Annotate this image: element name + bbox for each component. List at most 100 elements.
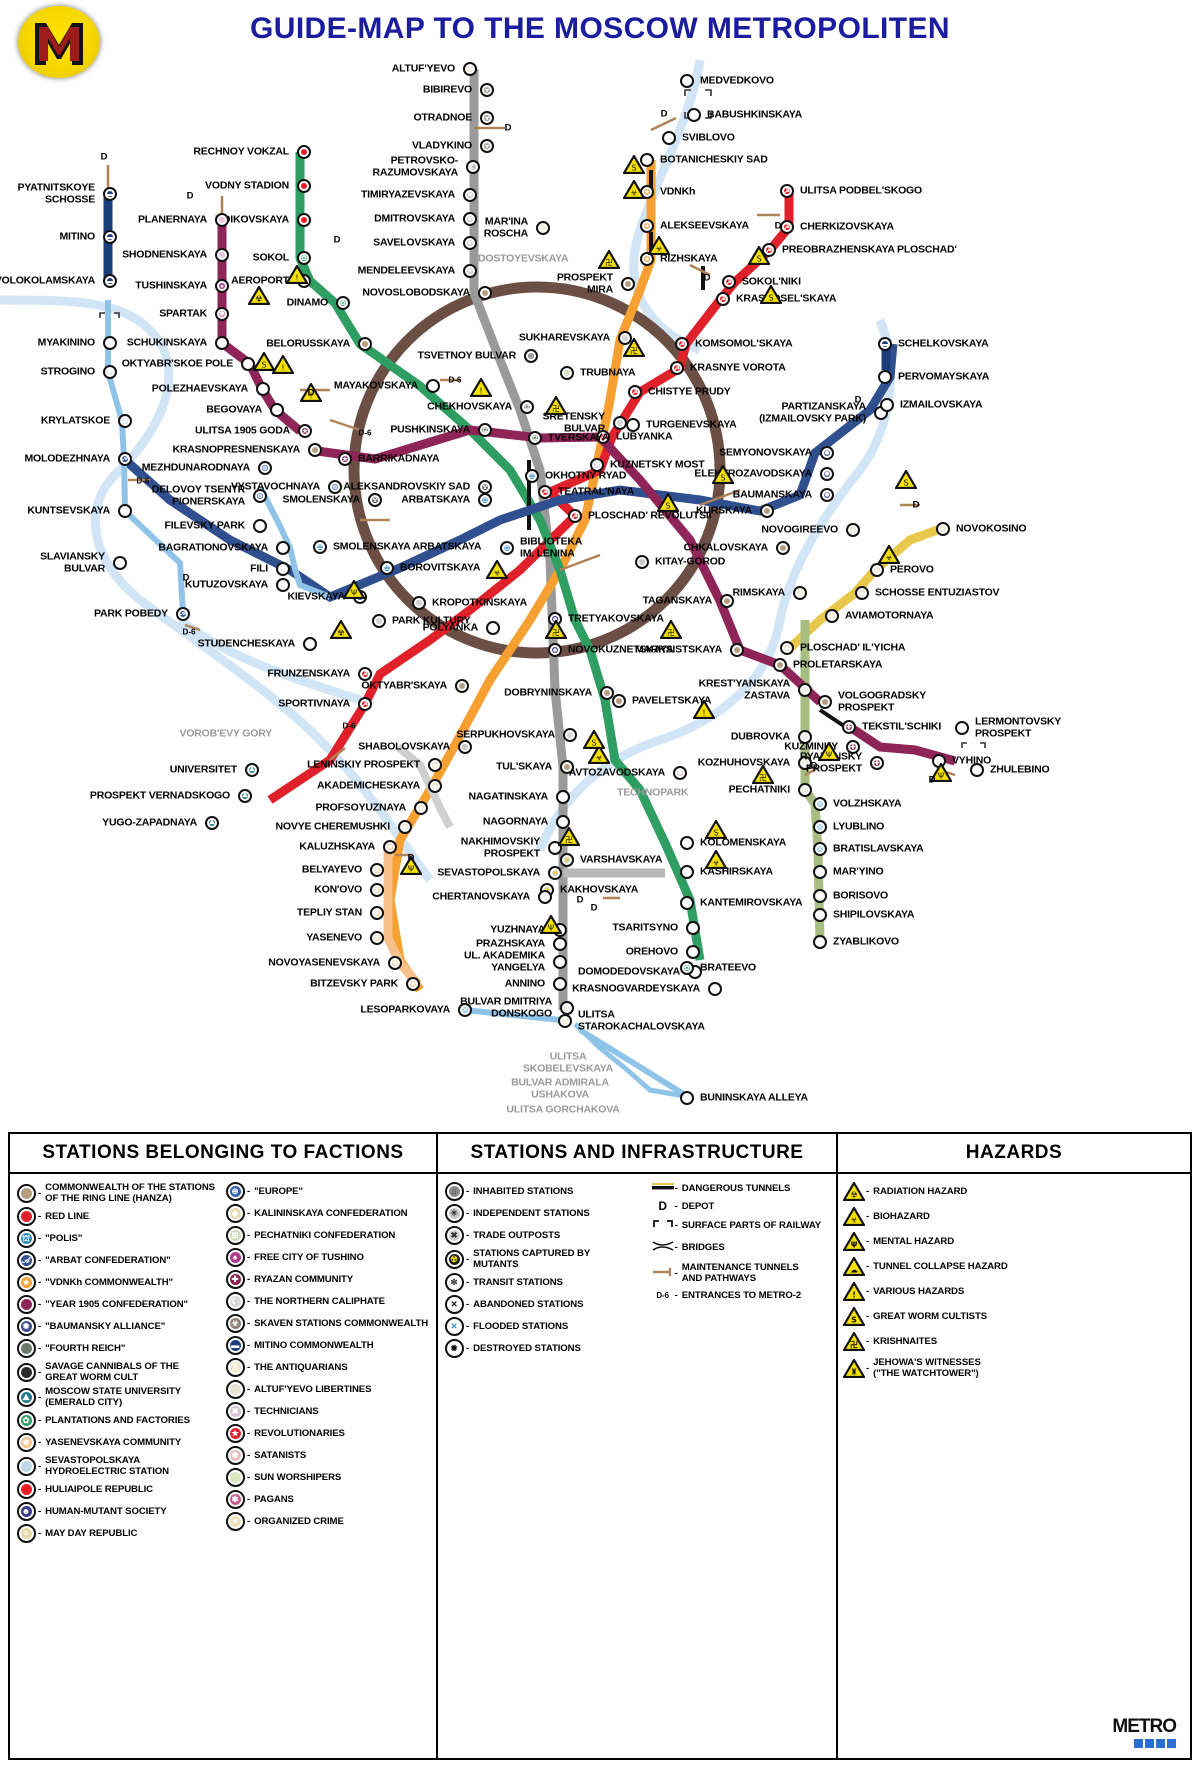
station-marker[interactable]: ✈: [463, 62, 477, 76]
station-marker[interactable]: ✕: [553, 937, 567, 951]
station-marker[interactable]: ▬: [103, 187, 117, 201]
station-marker[interactable]: ⛫: [500, 541, 514, 555]
station-marker[interactable]: 𝒜: [176, 607, 190, 621]
station-marker[interactable]: ✹: [673, 766, 687, 780]
station-marker[interactable]: ☭: [628, 385, 642, 399]
station-marker[interactable]: ✚: [842, 720, 856, 734]
station-marker[interactable]: ℛ: [558, 1014, 572, 1028]
station-marker[interactable]: [621, 277, 635, 291]
station-marker[interactable]: ☢: [368, 493, 382, 507]
station-marker[interactable]: ⌂: [524, 349, 538, 363]
station-marker[interactable]: ✕: [553, 955, 567, 969]
station-marker[interactable]: ❀: [388, 956, 402, 970]
station-marker[interactable]: [455, 679, 469, 693]
station-marker[interactable]: ⊕: [328, 480, 342, 494]
station-marker[interactable]: ⛫: [380, 561, 394, 575]
station-marker[interactable]: ✕: [813, 820, 827, 834]
station-marker[interactable]: ⊞: [798, 783, 812, 797]
station-marker[interactable]: [358, 337, 372, 351]
station-marker[interactable]: ✕: [303, 637, 317, 651]
station-marker[interactable]: ✕: [486, 621, 500, 635]
station-marker[interactable]: ◈: [398, 820, 412, 834]
station-marker[interactable]: ⚡: [560, 853, 574, 867]
station-marker[interactable]: ❀: [370, 883, 384, 897]
station-marker[interactable]: ☭: [780, 220, 794, 234]
station-marker[interactable]: ✖: [463, 188, 477, 202]
station-marker[interactable]: [776, 541, 790, 555]
station-marker[interactable]: ✕: [955, 721, 969, 735]
station-marker[interactable]: ✕: [813, 797, 827, 811]
station-marker[interactable]: [818, 695, 832, 709]
station-marker[interactable]: ⌂: [412, 596, 426, 610]
station-marker[interactable]: [478, 286, 492, 300]
station-marker[interactable]: ✾: [215, 307, 229, 321]
station-marker[interactable]: ✕: [276, 541, 290, 555]
station-marker[interactable]: ✚: [870, 756, 884, 770]
station-marker[interactable]: ✹: [820, 446, 834, 460]
station-marker[interactable]: ☭: [675, 337, 689, 351]
station-marker[interactable]: ⌂: [372, 614, 386, 628]
station-marker[interactable]: ✕: [276, 562, 290, 576]
station-marker[interactable]: ✕: [538, 890, 552, 904]
station-marker[interactable]: ⌂: [215, 213, 229, 227]
station-marker[interactable]: ☻: [548, 643, 562, 657]
station-marker[interactable]: ⌂: [613, 416, 627, 430]
station-marker[interactable]: ⛰: [238, 789, 252, 803]
station-marker[interactable]: ★: [338, 452, 352, 466]
station-marker[interactable]: ◈: [855, 586, 869, 600]
station-marker[interactable]: ⊞: [798, 683, 812, 697]
station-marker[interactable]: ⛰: [245, 763, 259, 777]
station-marker[interactable]: ✕: [113, 556, 127, 570]
station-marker[interactable]: ⛫: [313, 540, 327, 554]
station-marker[interactable]: [720, 594, 734, 608]
station-marker[interactable]: ◈: [870, 563, 884, 577]
station-marker[interactable]: ☭: [538, 485, 552, 499]
station-marker[interactable]: ⛫: [525, 469, 539, 483]
station-marker[interactable]: ❀: [370, 931, 384, 945]
station-marker[interactable]: ◈: [936, 522, 950, 536]
station-marker[interactable]: ⌂: [215, 248, 229, 262]
station-marker[interactable]: ⚡: [548, 866, 562, 880]
station-marker[interactable]: ◈: [414, 801, 428, 815]
station-marker[interactable]: ✳: [463, 212, 477, 226]
station-marker[interactable]: ⌂: [560, 366, 574, 380]
station-marker[interactable]: ☭: [670, 361, 684, 375]
station-marker[interactable]: ☣: [480, 111, 494, 125]
station-marker[interactable]: 乌: [528, 431, 542, 445]
station-marker[interactable]: ☭: [722, 275, 736, 289]
station-marker[interactable]: 乌: [520, 400, 534, 414]
station-marker[interactable]: [297, 145, 311, 159]
station-marker[interactable]: ❀: [370, 906, 384, 920]
station-marker[interactable]: [730, 643, 744, 657]
station-marker[interactable]: ▬: [103, 274, 117, 288]
station-marker[interactable]: ✕: [680, 74, 694, 88]
station-marker[interactable]: ☾: [466, 160, 480, 174]
station-marker[interactable]: ✼: [813, 935, 827, 949]
station-marker[interactable]: ✕: [270, 403, 284, 417]
station-marker[interactable]: ❀: [370, 863, 384, 877]
station-marker[interactable]: ✕: [256, 382, 270, 396]
station-marker[interactable]: ☢: [478, 480, 492, 494]
station-marker[interactable]: ⌂: [458, 740, 472, 754]
station-marker[interactable]: ☭: [716, 292, 730, 306]
station-marker[interactable]: ✕: [553, 977, 567, 991]
station-marker[interactable]: ℛ: [560, 1001, 574, 1015]
station-marker[interactable]: ✿: [336, 296, 350, 310]
station-marker[interactable]: [308, 443, 322, 457]
station-marker[interactable]: ✹: [820, 488, 834, 502]
station-marker[interactable]: ◈: [428, 758, 442, 772]
station-marker[interactable]: ✿: [297, 251, 311, 265]
station-marker[interactable]: ✳: [463, 236, 477, 250]
station-marker[interactable]: ◈: [846, 523, 860, 537]
station-marker[interactable]: 乌: [478, 423, 492, 437]
station-marker[interactable]: ❀: [406, 977, 420, 991]
station-marker[interactable]: ✹: [820, 467, 834, 481]
station-marker[interactable]: ✕: [970, 763, 984, 777]
station-marker[interactable]: ✕: [686, 945, 700, 959]
station-marker[interactable]: ⊕: [258, 461, 272, 475]
station-marker[interactable]: [297, 213, 311, 227]
station-marker[interactable]: ★: [298, 424, 312, 438]
station-marker[interactable]: ▬: [878, 337, 892, 351]
station-marker[interactable]: ✕: [680, 865, 694, 879]
station-marker[interactable]: [297, 179, 311, 193]
